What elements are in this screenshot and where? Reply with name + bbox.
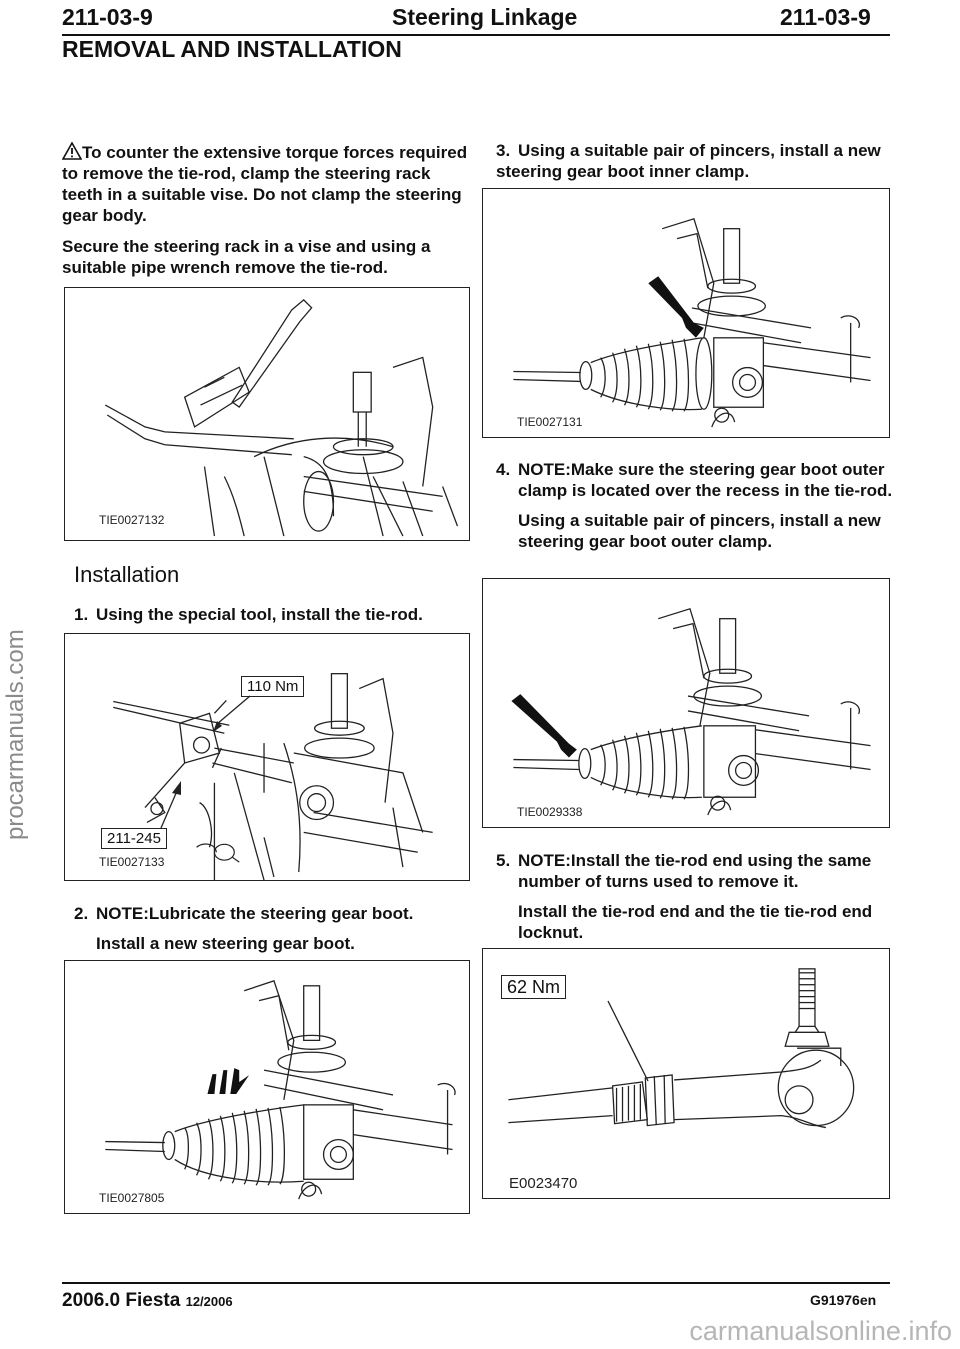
step-text: Install a new steering gear boot.	[96, 934, 355, 953]
figure-id: TIE0029338	[517, 805, 583, 819]
step-number: 4.	[496, 460, 511, 479]
installation-heading: Installation	[74, 562, 180, 587]
step-4: 4. NOTE:Make sure the steering gear boot …	[496, 459, 896, 552]
figure-outer-clamp: TIE0029338	[482, 578, 890, 828]
page-code-right: 211-03-9	[780, 4, 871, 30]
figure-id: TIE0027133	[99, 855, 165, 869]
outer-clamp-illustration	[511, 607, 871, 816]
step-text: Using a suitable pair of pincers, instal…	[518, 511, 881, 551]
figure-boot-install: TIE0027805	[64, 960, 470, 1214]
document-code: G91976en	[810, 1292, 877, 1308]
step-number: 2.	[74, 904, 89, 923]
step-note: NOTE:Install the tie-rod end using the s…	[518, 851, 872, 891]
tool-leader-line	[160, 781, 181, 829]
tie-rod-end-illustration	[508, 968, 855, 1129]
figure-tie-rod-end: 62 Nm E0023470	[482, 948, 890, 1199]
boot-install-illustration	[105, 980, 456, 1200]
step-2: 2. NOTE:Lubricate the steering gear boot.…	[74, 903, 474, 954]
caution-note: To counter the extensive torque forces r…	[61, 141, 472, 226]
torque-leader-line	[213, 695, 251, 732]
edition-label: 2006.0 Fiesta	[62, 1290, 181, 1311]
inner-clamp-illustration	[513, 217, 871, 428]
torque-callout: 62 Nm	[501, 975, 567, 999]
figure-id: TIE0027132	[99, 513, 165, 527]
torque-callout: 110 Nm	[241, 676, 305, 697]
side-watermark: procarmanuals.com	[2, 629, 29, 840]
step-number: 3.	[496, 141, 511, 160]
step-note: NOTE:Lubricate the steering gear boot.	[96, 904, 414, 923]
step-note: NOTE:Make sure the steering gear boot ou…	[518, 460, 893, 500]
step-text: Install the tie-rod end and the tie tie-…	[518, 902, 873, 942]
step-number: 5.	[496, 851, 511, 870]
step-3: 3.Using a suitable pair of pincers, inst…	[496, 140, 896, 182]
tool-callout: 211-245	[101, 828, 167, 849]
step-text: Using a suitable pair of pincers, instal…	[496, 141, 881, 181]
removal-instruction: Secure the steering rack in a vise and u…	[62, 237, 431, 277]
page-code-left: 211-03-9	[62, 4, 153, 30]
figure-id: TIE0027805	[99, 1191, 165, 1205]
step-text: Using the special tool, install the tie-…	[96, 605, 423, 624]
footer-rule	[62, 1282, 890, 1284]
caution-text: To counter the extensive torque forces r…	[62, 143, 468, 225]
edition-date: 12/2006	[185, 1294, 233, 1309]
figure-special-tool: 110 Nm 211-245 TIE0027133	[64, 633, 470, 881]
figure-id: E0023470	[509, 1175, 578, 1192]
figure-inner-clamp: TIE0027131	[482, 188, 890, 438]
header-rule	[62, 34, 890, 36]
figure-pipe-wrench: TIE0027132	[64, 287, 470, 541]
torque-leader-line	[607, 1000, 649, 1082]
page-title: Steering Linkage	[392, 4, 578, 30]
figure-id: TIE0027131	[517, 415, 583, 429]
step-1: 1. Using the special tool, install the ti…	[74, 604, 474, 625]
pipe-wrench-illustration	[104, 299, 459, 537]
bottom-watermark: carmanualsonline.info	[689, 1316, 952, 1346]
footer-edition: 2006.0 Fiesta 12/2006	[62, 1290, 233, 1312]
special-tool-illustration	[113, 673, 433, 880]
warning-icon	[61, 141, 83, 160]
section-title: REMOVAL AND INSTALLATION	[62, 36, 402, 62]
step-number: 1.	[74, 605, 89, 624]
step-5: 5. NOTE:Install the tie-rod end using the…	[496, 850, 896, 943]
